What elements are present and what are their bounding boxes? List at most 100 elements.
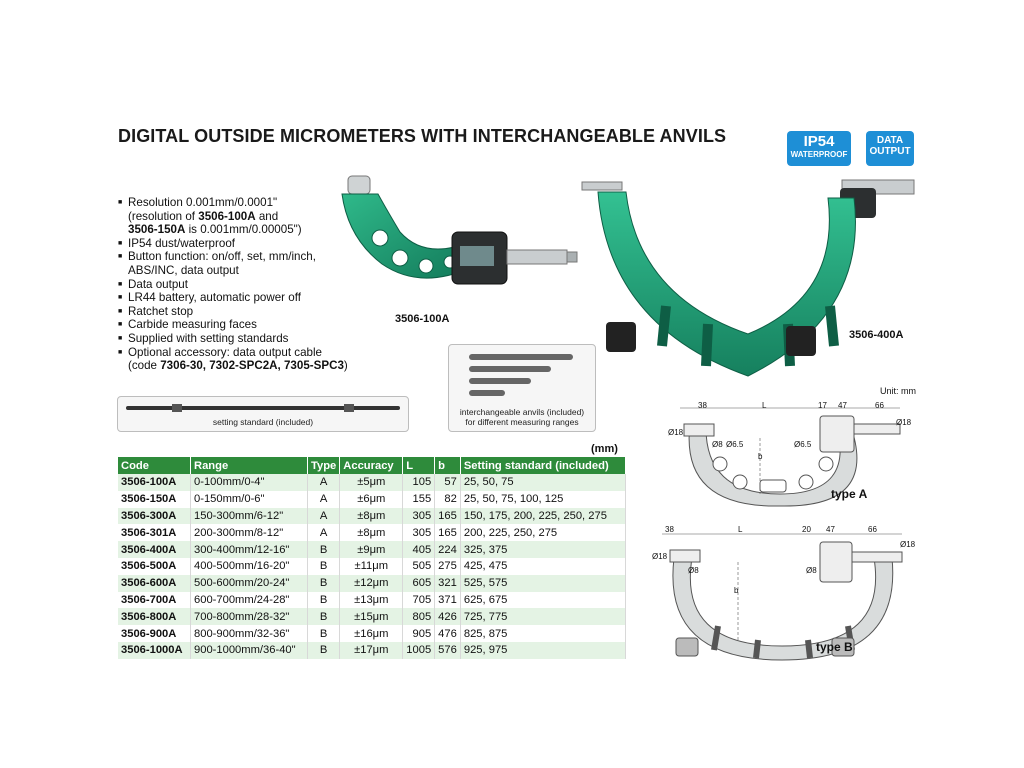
feature-subtext: (code 7306-30, 7302-SPC2A, 7305-SPC3)	[118, 359, 378, 373]
cell-b: 576	[434, 641, 461, 659]
cell-l: 1005	[402, 641, 436, 659]
cell-code: 3506-300A	[118, 507, 191, 525]
cell-code: 3506-900A	[118, 625, 191, 642]
type-a-dim-47: 47	[838, 401, 847, 410]
type-b-dim-d18-left: Ø18	[652, 552, 668, 561]
cell-setting-standard: 25, 50, 75, 100, 125	[460, 490, 626, 508]
setting-standard-rod-icon	[126, 404, 400, 412]
cell-b: 82	[434, 490, 461, 508]
cell-setting-standard: 325, 375	[460, 541, 626, 558]
cell-l: 155	[402, 490, 436, 508]
cell-code: 3506-1000A	[118, 641, 191, 659]
cell-type: B	[307, 557, 341, 575]
cell-type: A	[307, 524, 341, 542]
cell-type: A	[307, 490, 341, 508]
drawing-unit: Unit: mm	[880, 386, 916, 396]
waterproof-text: WATERPROOF	[790, 149, 848, 159]
cell-code: 3506-600A	[118, 574, 191, 592]
cell-setting-standard: 725, 775	[460, 608, 626, 626]
feature-item: LR44 battery, automatic power off	[118, 291, 378, 305]
setting-standard-box: setting standard (included)	[117, 396, 409, 432]
setting-standard-caption: setting standard (included)	[212, 417, 314, 427]
cell-l: 605	[402, 574, 436, 592]
cell-code: 3506-400A	[118, 541, 191, 558]
cell-range: 700-800mm/28-32"	[190, 608, 308, 626]
cell-b: 476	[434, 625, 461, 642]
cell-type: B	[307, 574, 341, 592]
col-type: Type	[307, 457, 341, 474]
cell-range: 200-300mm/8-12"	[190, 524, 308, 542]
type-a-dim-66: 66	[875, 401, 884, 410]
type-b-label: type B	[816, 640, 853, 654]
cell-range: 500-600mm/20-24"	[190, 574, 308, 592]
table-unit: (mm)	[591, 443, 618, 455]
feature-text: and	[255, 209, 279, 223]
cell-accuracy: ±8μm	[339, 507, 404, 525]
cell-accuracy: ±11μm	[339, 557, 404, 575]
feature-text: LR44 battery, automatic power off	[128, 291, 301, 305]
col-range: Range	[190, 457, 308, 474]
cell-l: 305	[402, 507, 436, 525]
cell-range: 0-150mm/0-6"	[190, 490, 308, 508]
cell-range: 150-300mm/6-12"	[190, 507, 308, 525]
type-b-dim-20: 20	[802, 525, 811, 534]
type-a-label: type A	[831, 487, 868, 501]
micrometer-large-image	[581, 179, 915, 377]
type-a-dim-d18-left: Ø18	[668, 428, 684, 437]
col-setting-standard: Setting standard (included)	[460, 457, 626, 474]
type-b-dim-d8a: Ø8	[688, 566, 699, 575]
feature-list: Resolution 0.001mm/0.0001" (resolution o…	[118, 196, 378, 373]
type-a-dim-38: 38	[698, 401, 707, 410]
anvils-caption-1: interchangeable anvils (included)	[459, 407, 585, 417]
cell-b: 57	[434, 474, 461, 491]
type-a-dim-d65b: Ø6.5	[794, 440, 812, 449]
col-b: b	[434, 457, 461, 474]
cell-accuracy: ±8μm	[339, 524, 404, 542]
cell-b: 426	[434, 608, 461, 626]
cell-range: 300-400mm/12-16"	[190, 541, 308, 558]
type-b-dim-b: b	[734, 586, 739, 595]
feature-code: 7306-30, 7302-SPC2A, 7305-SPC3	[160, 359, 344, 373]
cell-setting-standard: 200, 225, 250, 275	[460, 524, 626, 542]
type-b-dim-d18-right: Ø18	[900, 540, 916, 549]
cell-l: 505	[402, 557, 436, 575]
cell-accuracy: ±16μm	[339, 625, 404, 642]
cell-b: 275	[434, 557, 461, 575]
cell-b: 321	[434, 574, 461, 592]
cell-range: 800-900mm/32-36"	[190, 625, 308, 642]
type-a-dim-d8: Ø8	[712, 440, 723, 449]
cell-code: 3506-800A	[118, 608, 191, 626]
type-a-dim-l: L	[762, 401, 767, 410]
cell-b: 224	[434, 541, 461, 558]
cell-type: B	[307, 625, 341, 642]
feature-text: is 0.001mm/0.00005")	[185, 223, 302, 237]
feature-text: Button function: on/off, set, mm/inch,	[128, 250, 316, 264]
feature-text: Supplied with setting standards	[128, 331, 289, 345]
feature-item: Carbide measuring faces	[118, 318, 378, 332]
cell-accuracy: ±13μm	[339, 591, 404, 609]
cell-type: B	[307, 608, 341, 626]
feature-item: Button function: on/off, set, mm/inch,	[118, 250, 378, 264]
cell-l: 905	[402, 625, 436, 642]
page-title: DIGITAL OUTSIDE MICROMETERS WITH INTERCH…	[118, 126, 727, 146]
feature-text: Carbide measuring faces	[128, 318, 257, 332]
cell-type: A	[307, 474, 341, 491]
cell-b: 165	[434, 524, 461, 542]
feature-subtext: ABS/INC, data output	[128, 263, 239, 277]
col-l: L	[402, 457, 436, 474]
feature-text: Resolution 0.001mm/0.0001"	[128, 196, 278, 209]
cell-setting-standard: 150, 175, 200, 225, 250, 275	[460, 507, 626, 525]
cell-code: 3506-301A	[118, 524, 191, 542]
anvils-box: interchangeable anvils (included) for di…	[448, 344, 596, 432]
spec-table: Code Range Type Accuracy L b Setting sta…	[118, 457, 626, 659]
data-output-badge: DATA OUTPUT	[866, 131, 914, 166]
ip54-badge: IP54 WATERPROOF	[787, 131, 851, 166]
feature-code: 3506-150A	[128, 223, 186, 237]
data-text: DATA	[876, 135, 904, 146]
cell-setting-standard: 625, 675	[460, 591, 626, 609]
feature-item: Supplied with setting standards	[118, 332, 378, 346]
